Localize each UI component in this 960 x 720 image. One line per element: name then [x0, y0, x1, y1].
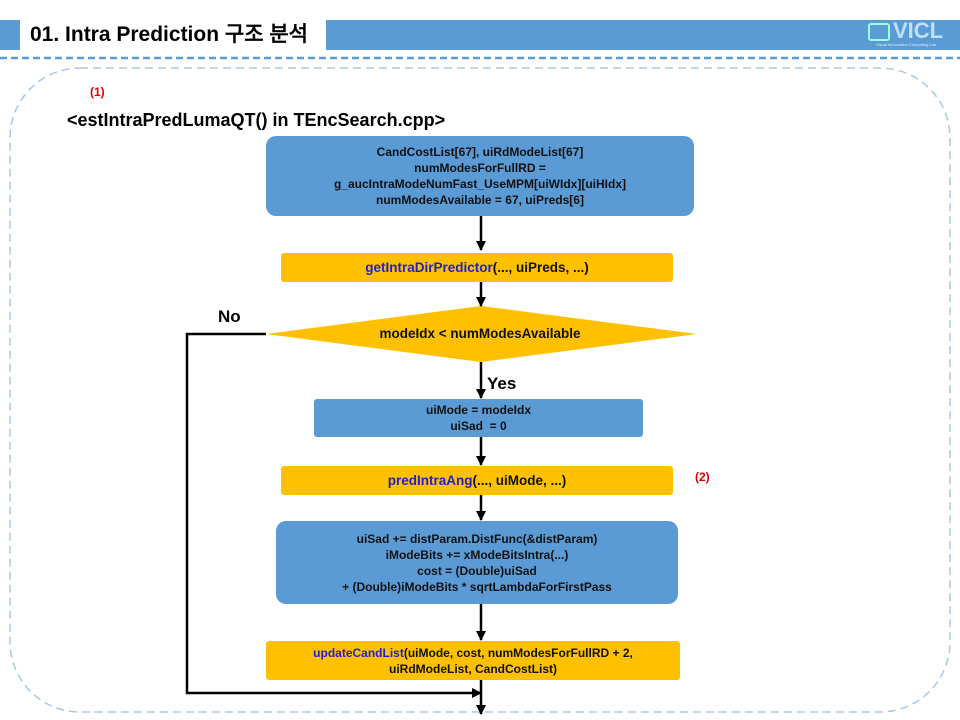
init-line: g_aucIntraModeNumFast_UseMPM[uiWIdx][uiH… [333, 177, 627, 191]
marker-2: (2) [695, 470, 710, 484]
update-cand-list-box: updateCandList(uiMode, cost, numModesFor… [266, 641, 680, 680]
monitor-icon [868, 23, 890, 42]
slide-title: 01. Intra Prediction 구조 분석 [20, 20, 326, 50]
logo-text: VICL [893, 18, 944, 43]
init-line: CandCostList[67], uiRdModeList[67] [376, 145, 584, 159]
function-args: (uiMode, cost, numModesForFullRD + 2, [403, 645, 633, 660]
logo-subtext: Visual Information Computing Lab [876, 42, 937, 47]
header-accent [0, 20, 16, 50]
no-branch-line [185, 332, 478, 695]
function-name: updateCandList [313, 645, 404, 660]
function-args: (..., uiPreds, ...) [492, 259, 589, 275]
function-name: predIntraAng [387, 472, 473, 488]
assign-box: uiMode = modeIdx uiSad = 0 [314, 399, 643, 437]
init-line: numModesForFullRD = [414, 161, 546, 175]
init-line: numModesAvailable = 67, uiPreds[6] [376, 193, 584, 207]
yes-label: Yes [487, 374, 517, 393]
marker-1: (1) [90, 85, 105, 99]
cost-line: iModeBits += xModeBitsIntra(...) [385, 547, 569, 562]
pred-intra-ang-box: predIntraAng(..., uiMode, ...) [281, 466, 673, 495]
decision-diamond [266, 306, 697, 362]
decision-label: modeIdx < numModesAvailable [379, 326, 581, 341]
cost-line: + (Double)iModeBits * sqrtLambdaForFirst… [342, 579, 612, 594]
function-args: (..., uiMode, ...) [472, 472, 567, 488]
assign-line: uiMode = modeIdx [425, 403, 531, 417]
function-args-line2: uiRdModeList, CandCostList) [389, 661, 557, 676]
function-name: getIntraDirPredictor [365, 259, 493, 275]
get-intra-dir-predictor-box: getIntraDirPredictor(..., uiPreds, ...) [281, 253, 673, 282]
assign-line: uiSad = 0 [450, 419, 507, 433]
cost-line: uiSad += distParam.DistFunc(&distParam) [356, 531, 598, 546]
cost-line: cost = (Double)uiSad [417, 563, 537, 578]
content-frame [9, 67, 951, 713]
init-box: CandCostList[67], uiRdModeList[67] numMo… [266, 136, 694, 216]
no-label: No [218, 307, 241, 326]
function-heading: <estIntraPredLumaQT() in TEncSearch.cpp> [67, 110, 446, 130]
cost-box: uiSad += distParam.DistFunc(&distParam) … [276, 521, 678, 604]
